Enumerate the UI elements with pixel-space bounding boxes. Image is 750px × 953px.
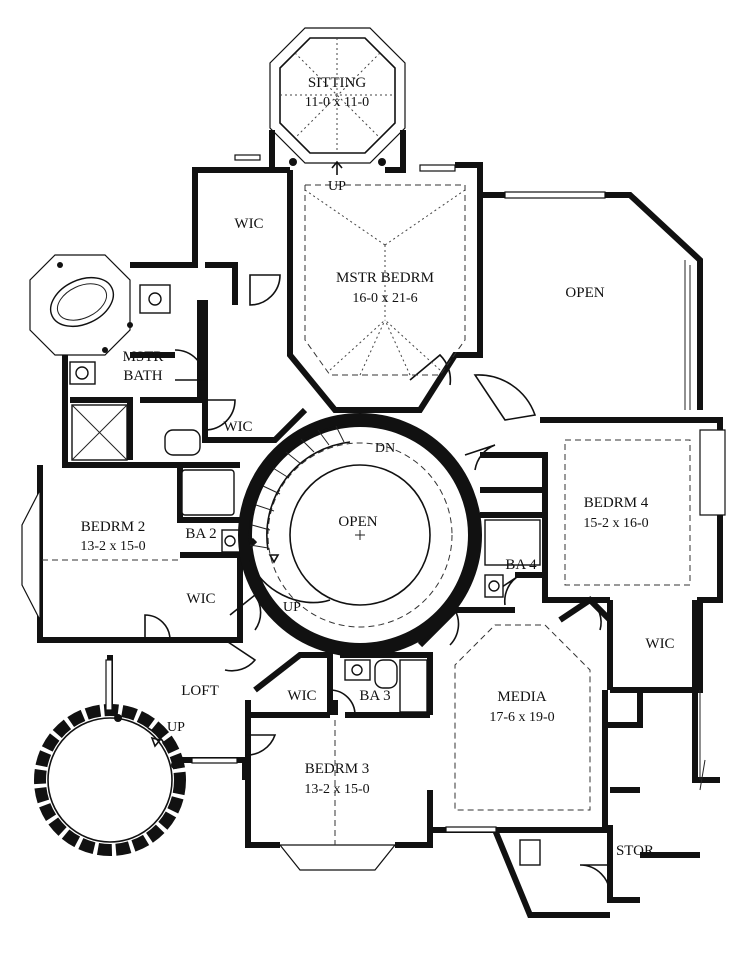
master-bedroom-ceiling [304,184,466,376]
master-bedroom-size: 16-0 x 21-6 [352,291,417,306]
sitting-up-label: UP [328,179,346,194]
bedroom3-bay [278,659,428,871]
storage-area [519,690,706,866]
loft-label: LOFT [181,683,219,699]
bedroom4-ceiling [564,429,726,586]
windows [105,154,606,833]
master-wic-label: WIC [234,216,263,232]
storage-label: STOR [616,843,654,859]
master-bath-name-2: BATH [123,368,162,384]
open-upper-right [684,260,691,410]
room-labels: SITTING 11-0 x 11-0 UP WIC MSTR BEDRM 16… [80,75,674,859]
bedroom3-wic-label: WIC [287,688,316,704]
bedroom2-bay [21,489,180,621]
bedroom4-size: 15-2 x 16-0 [583,516,648,531]
sitting-size: 11-0 x 11-0 [305,95,369,110]
stair-up-label: UP [283,600,301,615]
bedroom4-name: BEDRM 4 [584,495,649,511]
bedroom2-size: 13-2 x 15-0 [80,539,145,554]
master-bedroom-name: MSTR BEDRM [336,270,434,286]
sitting-tower [269,27,406,175]
media-size: 17-6 x 19-0 [489,710,554,725]
central-stair [238,413,482,657]
loft-up-label: UP [167,720,185,735]
master-bath-wic-label: WIC [223,419,252,435]
bedroom2-wic-label: WIC [186,591,215,607]
door-swings [144,274,611,896]
bedroom3-size: 13-2 x 15-0 [304,782,369,797]
media-name: MEDIA [497,689,546,705]
open-top-label: OPEN [565,285,604,301]
open-center-label: OPEN [338,514,377,530]
ba4-fixtures [484,519,541,598]
ba4-label: BA 4 [505,557,537,573]
ba2-label: BA 2 [185,526,216,542]
stair-dn-label: DN [375,441,395,456]
bedroom3-name: BEDRM 3 [305,761,370,777]
bedroom4-wic-label: WIC [645,636,674,652]
master-bath-name-1: MSTR [123,349,164,365]
master-bath-shower [71,404,201,461]
media-ceiling [454,624,591,811]
loft-tower [34,704,186,856]
bedroom2-name: BEDRM 2 [81,519,146,535]
ba3-label: BA 3 [359,688,390,704]
sitting-name: SITTING [308,75,366,91]
master-bath-tub-tower [29,254,171,385]
